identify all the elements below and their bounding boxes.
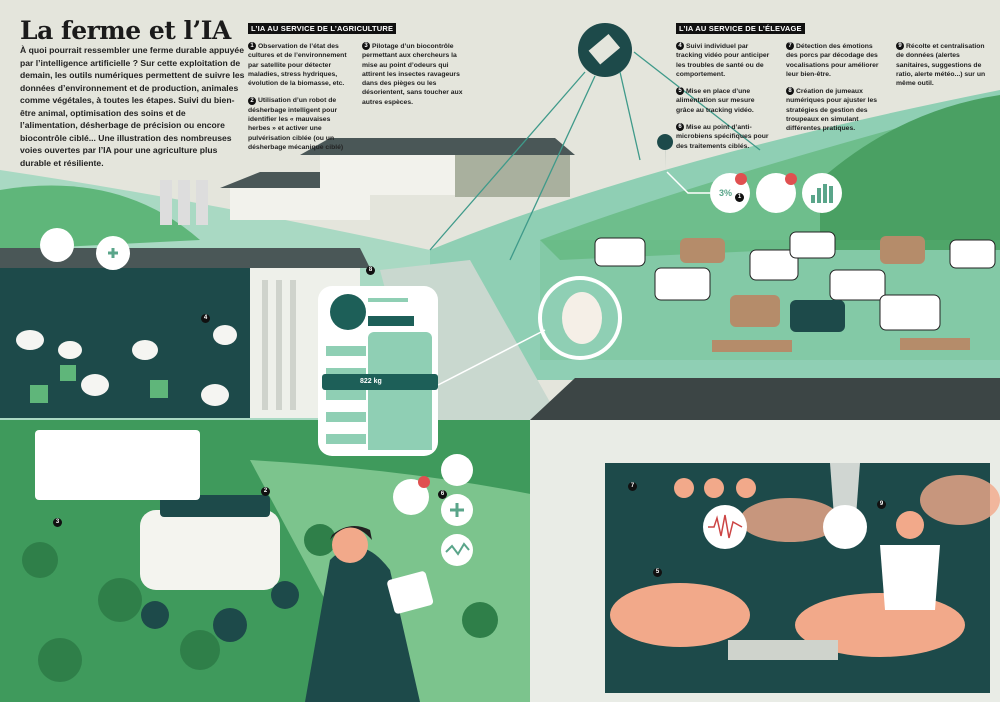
cow-weight-readout: 822 kg <box>322 374 438 390</box>
digital-twin-panel <box>318 286 438 456</box>
chicken-barn-roof <box>0 248 370 268</box>
marker-4: 4 <box>201 314 210 323</box>
agriculture-heading: L’IA AU SERVICE DE L’AGRICULTURE <box>248 23 397 34</box>
marker-2: 2 <box>261 487 270 496</box>
marker-9: 9 <box>877 500 886 509</box>
marker-6: 6 <box>438 490 447 499</box>
bar-chart-icon <box>802 173 842 213</box>
page-title: La ferme et l’IA <box>20 16 231 45</box>
microbe-icon <box>756 173 796 213</box>
marker-8: 8 <box>366 266 375 275</box>
lab-bubble <box>35 430 200 500</box>
pig-barn-roof <box>530 378 1000 420</box>
marker-3: 3 <box>53 518 62 527</box>
sound-wave-circle <box>703 505 747 549</box>
weeding-robot <box>140 510 280 590</box>
cows <box>594 231 996 331</box>
chickens <box>16 325 237 406</box>
humidity-icon-label: 3% <box>719 188 733 198</box>
intro-text: À quoi pourrait ressembler une ferme dur… <box>20 45 245 168</box>
marker-7: 7 <box>628 482 637 491</box>
elevage-heading: L’IA AU SERVICE DE L’ÉLEVAGE <box>676 23 805 34</box>
marker-1: 1 <box>735 193 744 202</box>
marker-5: 5 <box>653 568 662 577</box>
map-pin-icon <box>657 134 674 170</box>
